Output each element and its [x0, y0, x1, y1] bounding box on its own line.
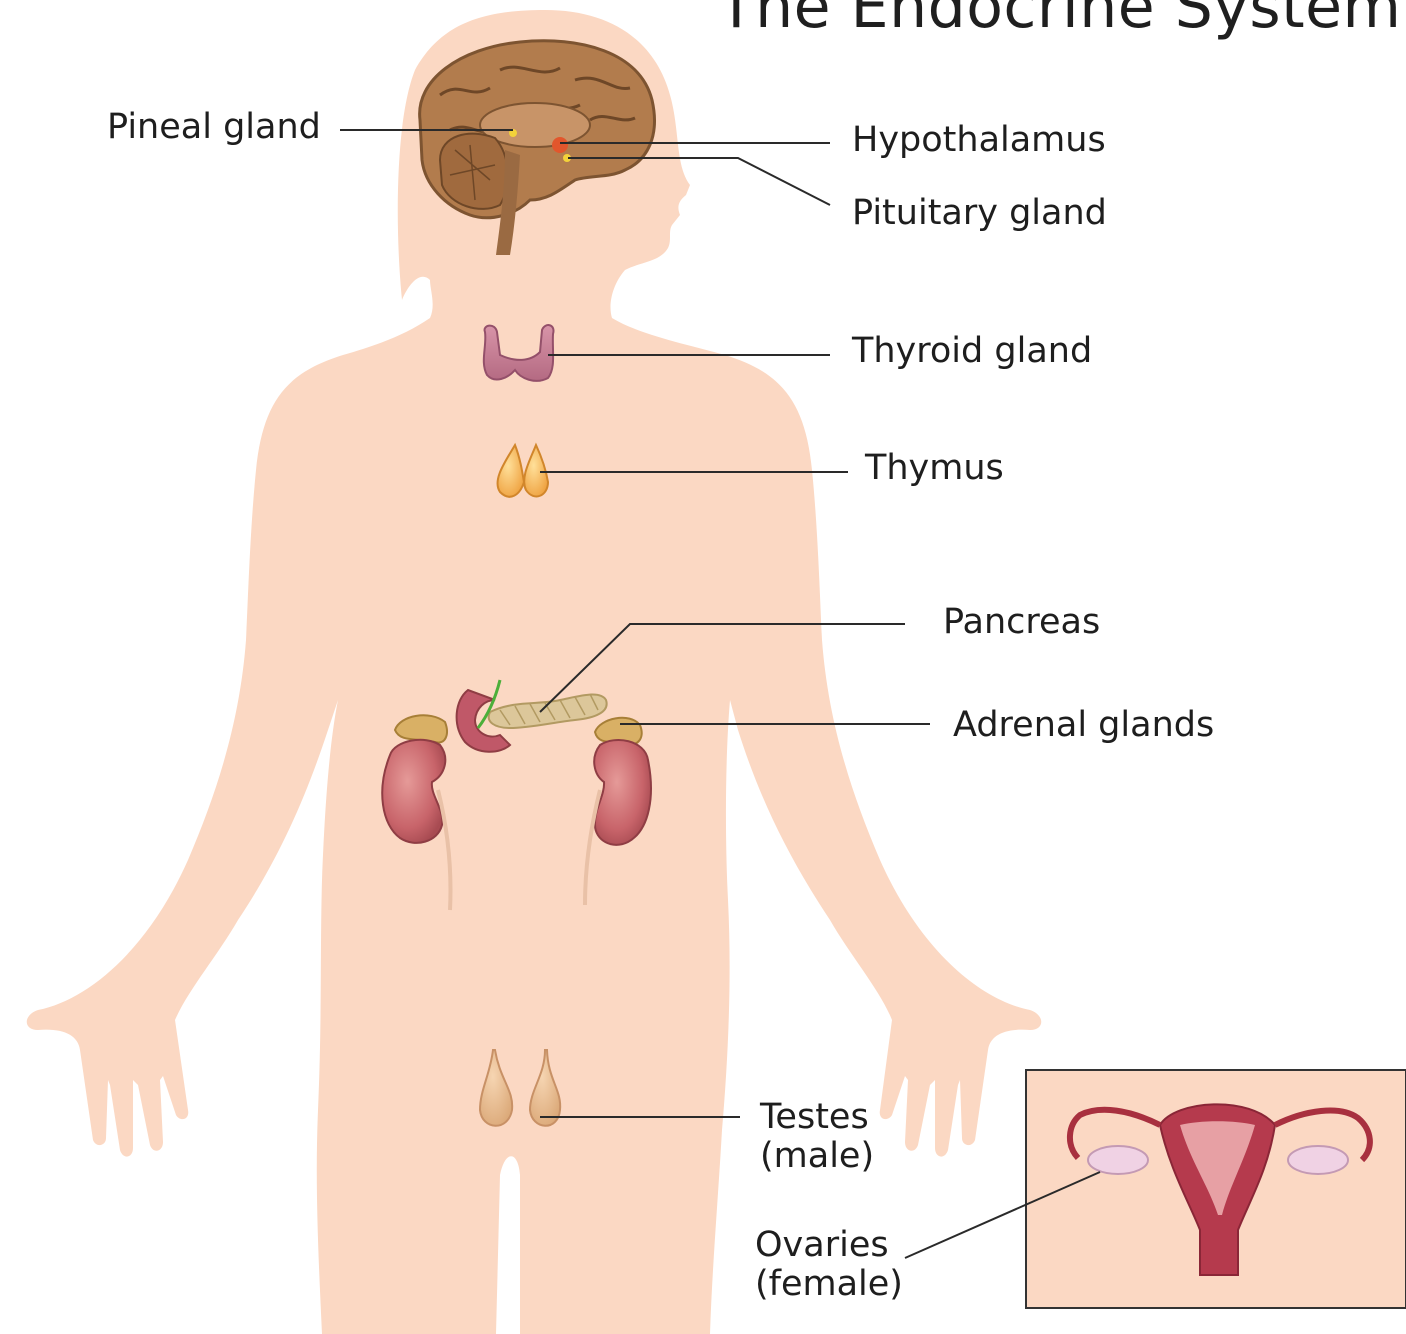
ovaries-inset	[1026, 1070, 1406, 1308]
label-adrenal-glands: Adrenal glands	[953, 706, 1214, 745]
ovary-left-icon	[1088, 1146, 1148, 1174]
ovary-right-icon	[1288, 1146, 1348, 1174]
label-ovaries-line2: (female)	[755, 1265, 903, 1304]
label-pancreas: Pancreas	[943, 603, 1100, 642]
label-thymus: Thymus	[865, 449, 1004, 488]
label-testes-line1: Testes	[760, 1098, 874, 1137]
label-ovaries: Ovaries (female)	[755, 1226, 903, 1304]
diagram-title: The Endocrine System	[718, 0, 1401, 42]
label-ovaries-line1: Ovaries	[755, 1226, 903, 1265]
label-pituitary-gland: Pituitary gland	[852, 194, 1107, 233]
label-hypothalamus: Hypothalamus	[852, 121, 1106, 160]
label-testes: Testes (male)	[760, 1098, 874, 1176]
label-pineal-gland: Pineal gland	[107, 108, 321, 147]
label-thyroid-gland: Thyroid gland	[852, 332, 1092, 371]
label-testes-line2: (male)	[760, 1137, 874, 1176]
